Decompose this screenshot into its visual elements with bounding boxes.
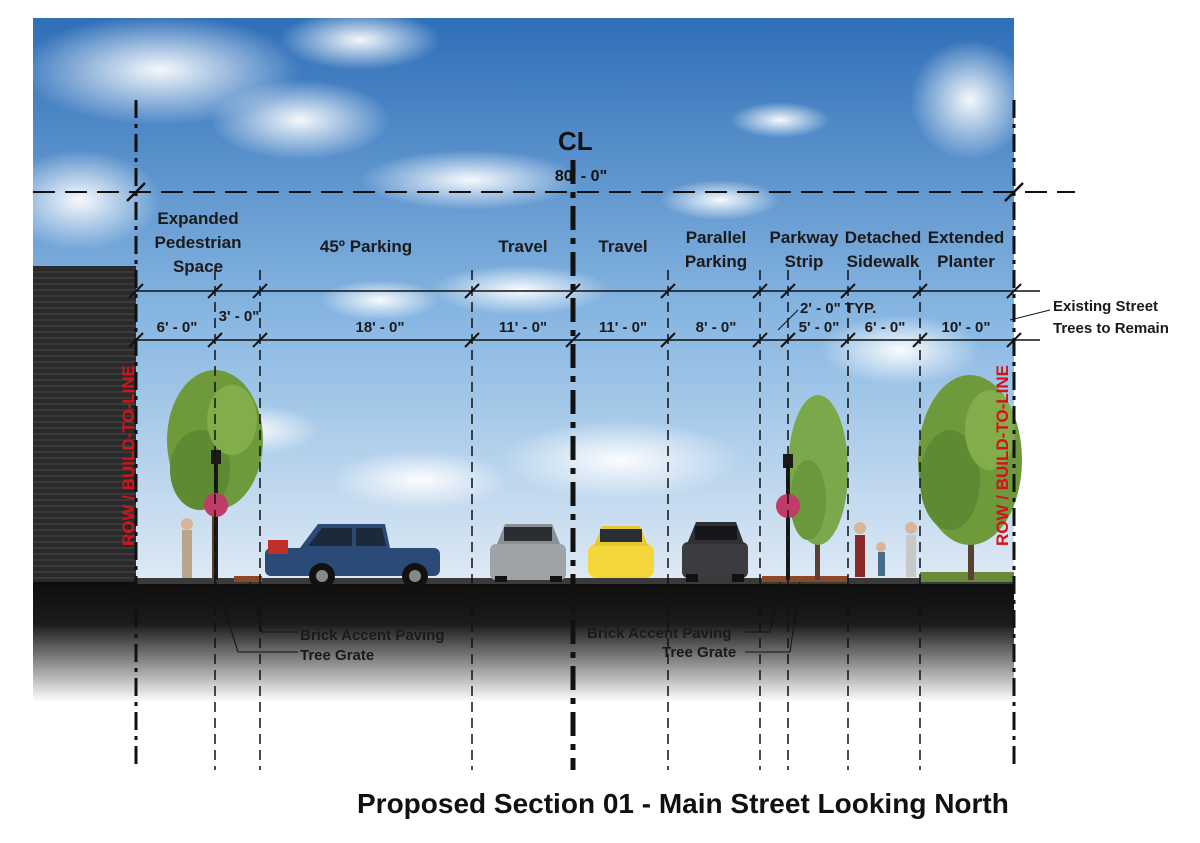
- dimension-tick: [126, 182, 146, 202]
- dimension-tick: [128, 283, 144, 299]
- dimension-tick: [912, 283, 928, 299]
- tree-right-parkway: [788, 395, 848, 580]
- callout-leader: [215, 581, 239, 653]
- callout-leader: [249, 581, 263, 633]
- dimension-label: 3' - 0": [218, 308, 260, 325]
- callout-existing-trees: Existing Street Trees to Remain: [1053, 298, 1169, 337]
- pedestrians-right: [854, 522, 917, 577]
- curb-left: [234, 576, 262, 582]
- row-label-left: ROW / BUILD-TO-LINE: [119, 365, 138, 546]
- building: [33, 266, 136, 584]
- callout-grate-left: Tree Grate: [300, 647, 375, 664]
- suv-dark: [682, 522, 748, 582]
- hatchback-yellow: [588, 526, 654, 578]
- zone-label-extended-planter: Extended Planter: [927, 228, 1005, 271]
- dimension-tick: [660, 332, 676, 348]
- dimension-tick: [128, 332, 144, 348]
- zone-label-parallel-parking: Parallel Parking: [684, 228, 748, 271]
- zone-label-angle-parking: 45º Parking: [319, 237, 413, 256]
- dimension-label: 11' - 0": [598, 319, 648, 336]
- pedestrian-left: [181, 518, 193, 578]
- dimension-tick: [252, 332, 268, 348]
- zone-label-travel-2: Travel: [598, 237, 648, 256]
- dimension-tick: [207, 283, 223, 299]
- dimension-label: 5' - 0": [798, 319, 840, 336]
- callout-leader: [789, 581, 801, 653]
- pickup-truck: [265, 524, 440, 589]
- callout-leader: [1009, 309, 1051, 321]
- dimension-tick: [565, 332, 581, 348]
- curb-right: [762, 576, 848, 582]
- dimension-tick: [912, 332, 928, 348]
- diagram-title: Proposed Section 01 - Main Street Lookin…: [357, 788, 1009, 819]
- row-label-right: ROW / BUILD-TO-LINE: [993, 365, 1012, 546]
- callout-brick-right: Brick Accent Paving: [587, 625, 732, 642]
- dimension-tick: [780, 283, 796, 299]
- planter-bed: [920, 572, 1014, 582]
- suv-silver: [490, 524, 566, 582]
- clouds: [0, 10, 1030, 510]
- total-width-label: 80' - 0": [554, 168, 608, 185]
- dimension-tick: [565, 283, 581, 299]
- dimension-tick: [207, 332, 223, 348]
- dimension-label: 10' - 0": [941, 319, 991, 336]
- dimension-tick: [660, 283, 676, 299]
- tree-existing: [918, 375, 1022, 580]
- dimension-label: 8' - 0": [695, 319, 737, 336]
- dimension-label: 6' - 0": [864, 319, 906, 336]
- dimension-tick: [1006, 332, 1022, 348]
- dimension-label: 18' - 0": [355, 319, 405, 336]
- dimension-lines: [33, 100, 1075, 770]
- dimension-tick: [752, 283, 768, 299]
- callout-leader: [777, 309, 799, 331]
- dimension-tick: [464, 283, 480, 299]
- dimension-label: 6' - 0": [156, 319, 198, 336]
- ground-section: [33, 582, 1014, 702]
- dimension-tick: [780, 332, 796, 348]
- dimension-label: 11' - 0": [498, 319, 548, 336]
- centerline-symbol: CL: [558, 126, 593, 156]
- zone-label-pedestrian: Expanded Pedestrian Space: [154, 209, 242, 276]
- dimension-tick: [840, 283, 856, 299]
- street-lamp-left: [204, 450, 228, 580]
- callout-grate-right: Tree Grate: [662, 644, 737, 661]
- dimension-tick: [840, 332, 856, 348]
- dimension-tick: [464, 332, 480, 348]
- dimension-tick: [1006, 283, 1022, 299]
- dimension-tick: [752, 332, 768, 348]
- typical-note: 2' - 0" TYP.: [800, 300, 877, 317]
- zone-label-parkway-strip: Parkway Strip: [769, 228, 839, 271]
- dimension-tick: [252, 283, 268, 299]
- callout-brick-left: Brick Accent Paving: [300, 627, 445, 644]
- zone-label-travel-1: Travel: [498, 237, 548, 256]
- callout-leader: [769, 581, 781, 633]
- zone-label-detached-sidewalk: Detached Sidewalk: [844, 228, 922, 271]
- dimension-tick: [1004, 182, 1024, 202]
